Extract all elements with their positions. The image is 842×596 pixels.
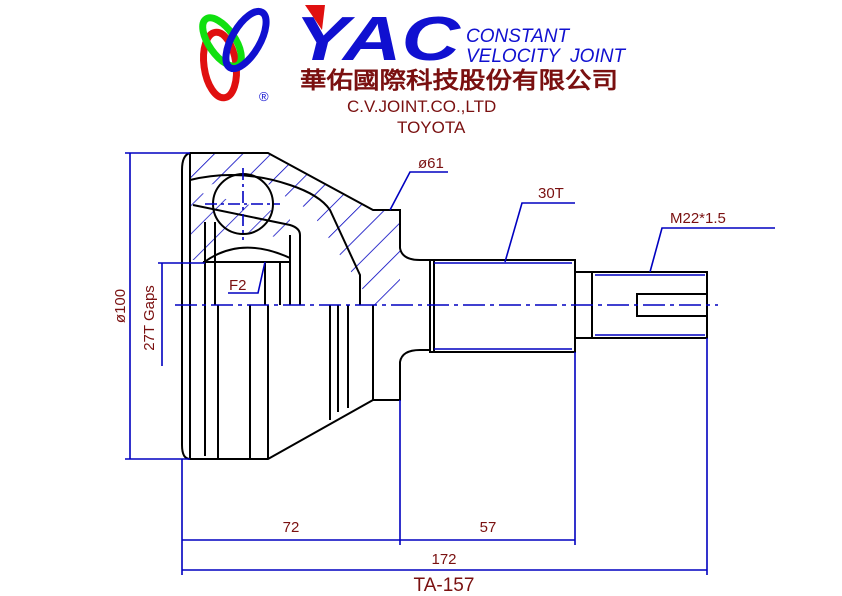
housing-length-label: 72: [283, 519, 300, 536]
total-length-label: 172: [431, 551, 456, 568]
outer-diameter-label: ø100: [112, 289, 129, 323]
shaft-length-label: 57: [480, 519, 497, 536]
vehicle-make: TOYOTA: [397, 118, 466, 137]
registered-mark: ®: [259, 89, 269, 104]
tagline-line1: CONSTANT: [466, 26, 570, 47]
thread-label: M22*1.5: [670, 210, 726, 227]
company-english-name: C.V.JOINT.CO.,LTD: [347, 97, 496, 116]
part-number: TA-157: [414, 575, 475, 596]
brand-logo-text: YAC: [295, 5, 462, 74]
seal-diameter-label: ø61: [418, 155, 444, 172]
spline-label: 30T: [538, 185, 564, 202]
housing-section: [181, 152, 430, 460]
abs-gaps-label: 27T Gaps: [141, 285, 158, 351]
tagline-line2: VELOCITY JOINT: [466, 46, 626, 67]
dimensions: [125, 152, 775, 575]
stub-shaft: [429, 259, 708, 353]
company-logo: YAC: [199, 5, 462, 102]
fit-code-label: F2: [229, 277, 247, 294]
company-chinese-name: 華佑國際科技股份有限公司: [300, 67, 618, 93]
